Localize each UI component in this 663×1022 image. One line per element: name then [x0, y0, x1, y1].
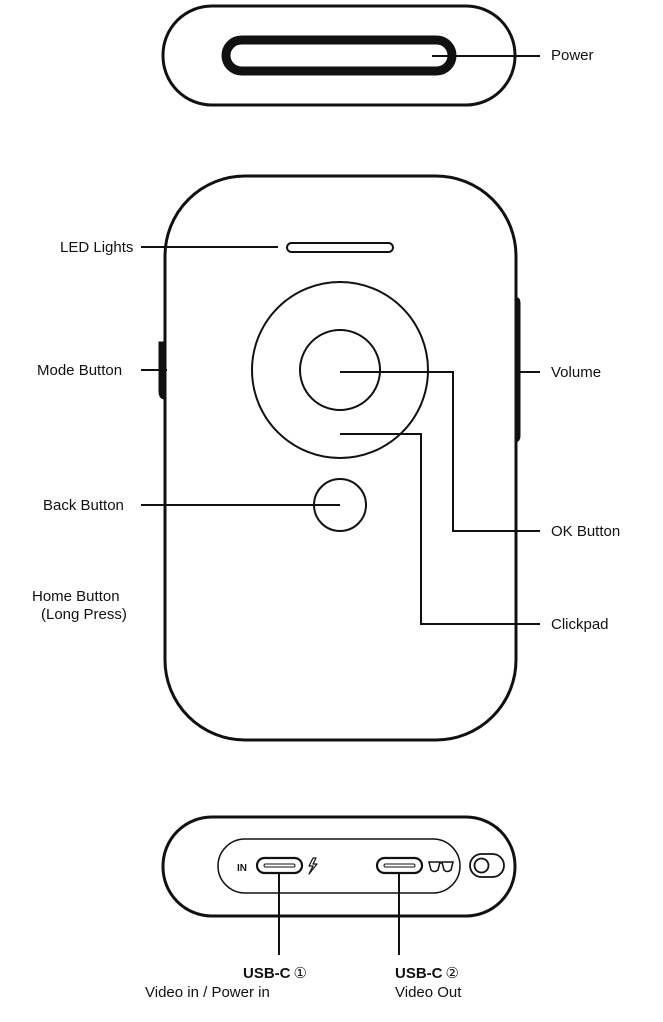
led-lights-label: LED Lights	[60, 239, 133, 256]
volume-rocker	[514, 297, 521, 443]
usb-c-2-number: ②	[446, 965, 459, 982]
in-badge: IN	[237, 863, 247, 874]
top-view: Power	[161, 4, 594, 107]
usb-c-1-title-text: USB-C	[243, 965, 291, 982]
ok-button	[299, 329, 381, 411]
clickpad-label: Clickpad	[551, 616, 609, 633]
clickpad-ring	[251, 281, 429, 459]
glasses-icon	[428, 861, 454, 873]
clickpad-leader	[340, 433, 540, 625]
front-view: LED Lights Mode Button Volume OK Button …	[32, 174, 620, 742]
power-button	[221, 35, 457, 76]
usb-c-port-2-tongue	[383, 863, 416, 868]
mode-button	[158, 341, 166, 400]
port-panel	[217, 838, 461, 894]
usb-c-1-description: Video in / Power in	[145, 984, 270, 1001]
home-button-label: Home Button	[32, 588, 120, 605]
usb-c-2-title-text: USB-C	[395, 965, 443, 982]
led-lights	[286, 242, 394, 253]
usb-c-1-number: ①	[294, 965, 307, 982]
ok-button-label: OK Button	[551, 523, 620, 540]
volume-label: Volume	[551, 364, 601, 381]
mode-button-label: Mode Button	[37, 362, 122, 379]
power-label: Power	[551, 47, 594, 64]
usb-c-port-1-tongue	[263, 863, 296, 868]
usb-c-2-description: Video Out	[395, 984, 462, 1001]
ok-leader	[340, 371, 540, 532]
lightning-icon	[308, 857, 318, 875]
bottom-view-body	[161, 815, 517, 918]
toggle-switch-icon	[469, 853, 505, 878]
back-button-label: Back Button	[43, 497, 124, 514]
home-button-sublabel: (Long Press)	[41, 606, 127, 623]
front-view-body	[163, 174, 518, 742]
